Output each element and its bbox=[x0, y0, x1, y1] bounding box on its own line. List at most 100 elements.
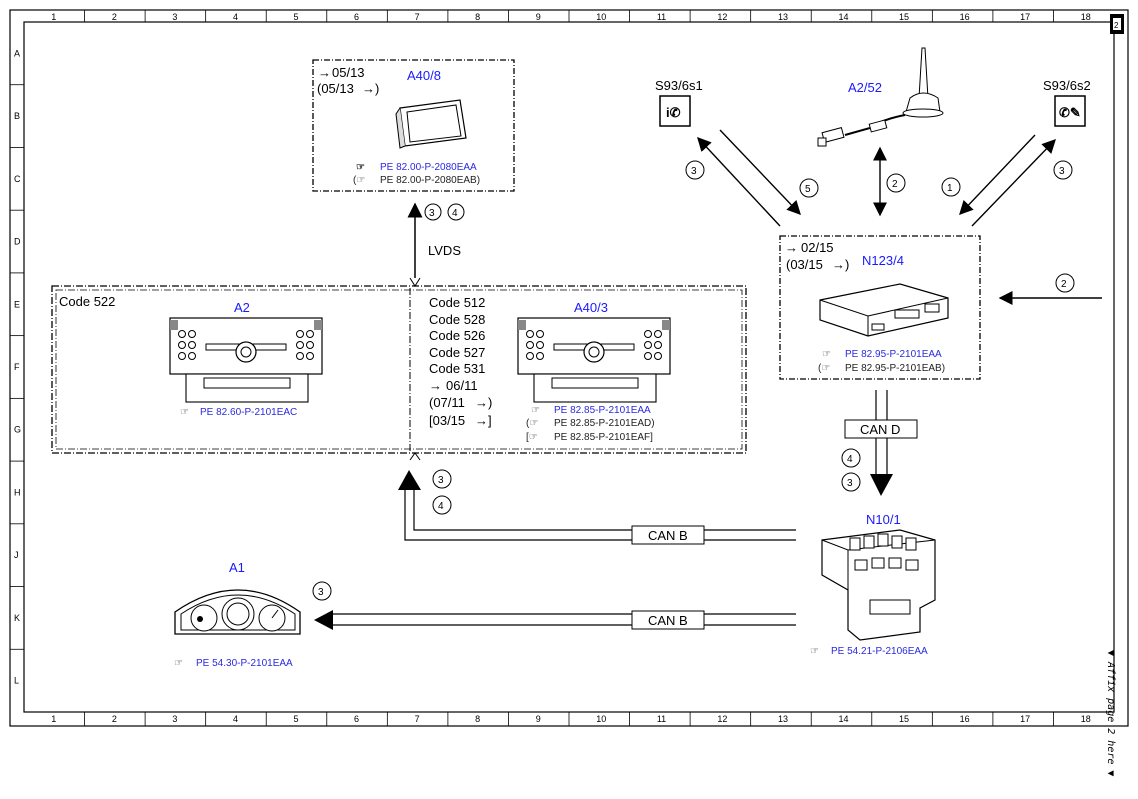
a40-8-ref1: PE 82.00-P-2080EAA bbox=[380, 162, 477, 173]
top-col-label: 16 bbox=[960, 12, 970, 22]
svg-text:3: 3 bbox=[429, 208, 435, 219]
svg-text:CAN B: CAN B bbox=[648, 528, 688, 543]
svg-text:06/11: 06/11 bbox=[446, 378, 478, 393]
svg-text:PE 54.30-P-2101EAA: PE 54.30-P-2101EAA bbox=[196, 658, 293, 669]
a2-component: Code 522 A2 ☞ PE 82.60-P-2101EAC bbox=[59, 294, 323, 418]
a1-label: A1 bbox=[229, 560, 245, 575]
phone-wrench-icon: ✆✎ bbox=[1059, 105, 1081, 120]
s93-6s1-component: S93/6s1 i✆ bbox=[655, 78, 703, 127]
bottom-col-label: 8 bbox=[475, 714, 480, 724]
svg-text:S93/6s2: S93/6s2 bbox=[1043, 78, 1091, 93]
svg-text:☞: ☞ bbox=[822, 349, 831, 360]
top-col-label: 13 bbox=[778, 12, 788, 22]
page-corner-badge: 2 bbox=[1110, 14, 1124, 34]
svg-text:(03/15: (03/15 bbox=[786, 257, 823, 272]
top-col-label: 10 bbox=[596, 12, 606, 22]
bottom-col-label: 18 bbox=[1081, 714, 1091, 724]
a40-8-label: A40/8 bbox=[407, 68, 441, 83]
top-col-label: 17 bbox=[1020, 12, 1030, 22]
can-b-lower-connection: CAN B 3 bbox=[312, 581, 796, 630]
svg-text:4: 4 bbox=[452, 208, 458, 219]
control-module-icon bbox=[819, 283, 949, 337]
bottom-col-label: 2 bbox=[112, 714, 117, 724]
a2-label: A2 bbox=[234, 300, 250, 315]
bottom-col-label: 6 bbox=[354, 714, 359, 724]
info-phone-icon: i✆ bbox=[666, 105, 681, 120]
a2-52-component: A2/52 bbox=[817, 47, 944, 147]
row-label: D bbox=[14, 237, 21, 247]
svg-text:(☞: (☞ bbox=[818, 363, 830, 374]
can-b-upper-connection: CAN B 3 4 bbox=[398, 469, 796, 545]
svg-text:[☞: [☞ bbox=[526, 432, 538, 443]
lvds-connection: LVDS bbox=[407, 202, 461, 278]
n123-4-input-arrows: 3 5 2 1 3 2 bbox=[685, 129, 1102, 305]
bottom-col-label: 10 bbox=[596, 714, 606, 724]
row-label: H bbox=[14, 487, 21, 497]
top-col-label: 18 bbox=[1081, 12, 1091, 22]
svg-text:02/15: 02/15 bbox=[801, 240, 834, 255]
svg-text:[03/15: [03/15 bbox=[429, 413, 465, 428]
bottom-col-label: 9 bbox=[536, 714, 541, 724]
top-col-label: 2 bbox=[112, 12, 117, 22]
svg-text:S93/6s1: S93/6s1 bbox=[655, 78, 703, 93]
bottom-col-label: 16 bbox=[960, 714, 970, 724]
can-d-connection: CAN D 4 3 bbox=[841, 390, 918, 496]
svg-text:4: 4 bbox=[847, 454, 853, 465]
svg-text:☞: ☞ bbox=[810, 646, 819, 657]
svg-text:(07/11: (07/11 bbox=[429, 395, 465, 410]
svg-text:→: → bbox=[429, 378, 442, 393]
a1-component: A1 ☞ PE 54.30-P-2101EAA bbox=[174, 560, 301, 669]
svg-text:3: 3 bbox=[691, 166, 697, 177]
svg-text:→): →) bbox=[832, 257, 849, 272]
svg-text:PE 82.85-P-2101EAD): PE 82.85-P-2101EAD) bbox=[554, 418, 655, 429]
svg-text:☞: ☞ bbox=[180, 407, 189, 418]
svg-text:PE 82.85-P-2101EAA: PE 82.85-P-2101EAA bbox=[554, 405, 651, 416]
affix-note: ▼ Affix page 2 here ▼ bbox=[1105, 650, 1116, 776]
svg-text:4: 4 bbox=[438, 501, 444, 512]
a2-code: Code 522 bbox=[59, 294, 115, 309]
svg-text:CAN B: CAN B bbox=[648, 613, 688, 628]
top-col-label: 5 bbox=[294, 12, 299, 22]
svg-text:N10/1: N10/1 bbox=[866, 512, 901, 527]
top-col-label: 12 bbox=[717, 12, 727, 22]
marker-3-4-top: 3 4 bbox=[424, 203, 465, 221]
a40-8-date1-arrow: → bbox=[318, 65, 331, 80]
bottom-col-label: 14 bbox=[839, 714, 849, 724]
svg-text:Code 526: Code 526 bbox=[429, 328, 485, 343]
antenna-icon bbox=[817, 47, 944, 147]
svg-text:2: 2 bbox=[1114, 21, 1119, 30]
top-col-label: 14 bbox=[839, 12, 849, 22]
row-label: G bbox=[14, 425, 21, 435]
top-col-label: 9 bbox=[536, 12, 541, 22]
top-col-label: 8 bbox=[475, 12, 480, 22]
bottom-col-label: 4 bbox=[233, 714, 238, 724]
svg-text:→): →) bbox=[362, 81, 379, 96]
top-col-label: 7 bbox=[415, 12, 420, 22]
svg-text:☞: ☞ bbox=[531, 405, 540, 416]
bottom-col-label: 5 bbox=[294, 714, 299, 724]
row-label: F bbox=[14, 362, 20, 372]
bottom-col-label: 1 bbox=[51, 714, 56, 724]
svg-text:→): →) bbox=[475, 395, 492, 410]
svg-text:2: 2 bbox=[892, 179, 898, 190]
svg-text:3: 3 bbox=[847, 478, 853, 489]
svg-text:→: → bbox=[785, 240, 798, 255]
svg-text:→]: →] bbox=[475, 413, 492, 428]
row-label: A bbox=[14, 48, 20, 58]
bottom-col-label: 7 bbox=[415, 714, 420, 724]
svg-text:N123/4: N123/4 bbox=[862, 253, 904, 268]
svg-text:1: 1 bbox=[947, 183, 953, 194]
svg-text:CAN D: CAN D bbox=[860, 422, 900, 437]
n10-1-component: N10/1 ☞PE 54.21-P-2106EAA bbox=[810, 512, 936, 657]
bottom-col-label: 13 bbox=[778, 714, 788, 724]
top-col-label: 6 bbox=[354, 12, 359, 22]
bottom-col-label: 12 bbox=[717, 714, 727, 724]
a40-3-label: A40/3 bbox=[574, 300, 608, 315]
display-device-icon bbox=[395, 99, 467, 149]
svg-text:3: 3 bbox=[438, 475, 444, 486]
instrument-cluster-icon bbox=[174, 589, 301, 635]
a40-8-display-box: → 05/13 (05/13 →) A40/8 ☞ PE 82.00-P-208… bbox=[312, 59, 515, 192]
svg-text:PE 82.95-P-2101EAA: PE 82.95-P-2101EAA bbox=[845, 349, 942, 360]
